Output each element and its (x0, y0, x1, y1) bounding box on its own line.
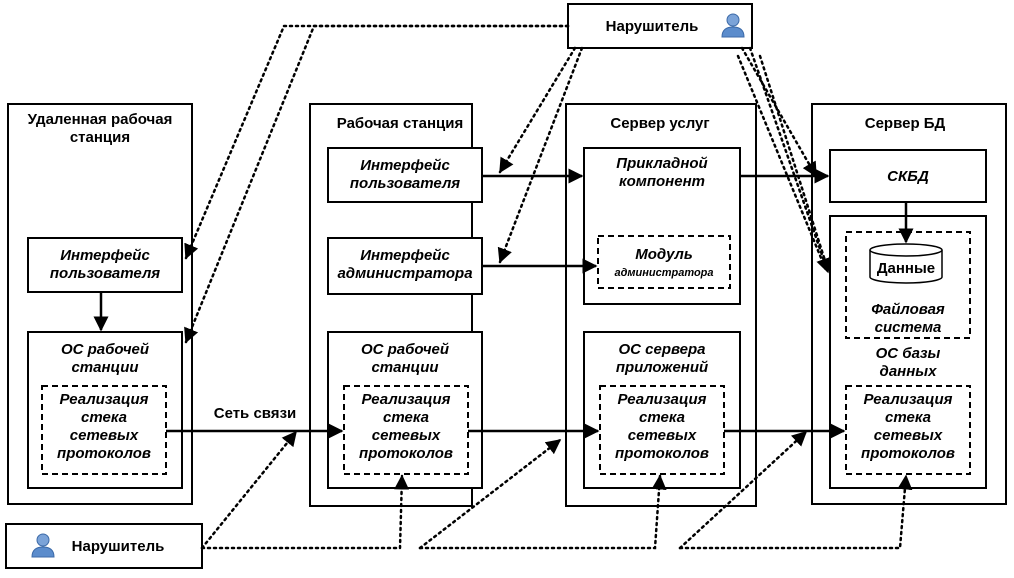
threat-top-to-db-fs-1 (748, 46, 831, 274)
app-stack-line3: сетевых (628, 427, 697, 444)
admin-module-line1: Модуль (635, 246, 693, 263)
threat-top-to-db-os (736, 54, 828, 272)
threat-bottom-to-db-stack (678, 474, 913, 550)
threat-bottom-to-net-3 (678, 430, 808, 550)
threat-bottom-to-ws-stack (200, 474, 410, 550)
remote-workstation: Удаленная рабочая станция Интерфейс поль… (7, 103, 193, 505)
app-stack-line2: стека (639, 409, 685, 426)
app-os-line2: приложений (616, 359, 708, 376)
threat-bottom-to-app-stack (418, 474, 667, 550)
db-stack-line4: протоколов (861, 445, 955, 462)
remote-stack-line2: стека (81, 409, 127, 426)
app-server-title: Сервер услуг (610, 115, 709, 132)
remote-ws-title-line2: станция (70, 129, 130, 146)
ws-stack-line4: протоколов (359, 445, 453, 462)
remote-ui-line1: Интерфейс (60, 247, 150, 264)
remote-stack-line1: Реализация (59, 391, 148, 408)
intruder-bottom-box: Нарушитель (5, 523, 203, 569)
db-os-line2: данных (880, 363, 938, 380)
db-stack-line3: сетевых (874, 427, 943, 444)
workstation: Рабочая станция Интерфейс пользователя И… (309, 103, 483, 507)
db-server: Сервер БД СКБД Данные Файловая система О… (811, 103, 1007, 505)
db-stack-line1: Реализация (863, 391, 952, 408)
app-component-line2: компонент (619, 173, 705, 190)
remote-stack-line3: сетевых (70, 427, 139, 444)
network-label: Сеть связи (214, 405, 297, 422)
threat-bottom-to-net-1 (200, 430, 298, 550)
intruder-top-label: Нарушитель (606, 18, 699, 35)
remote-os-line2: станции (71, 359, 138, 376)
threat-top-to-remote-ui (184, 24, 570, 260)
app-stack-line1: Реализация (617, 391, 706, 408)
threat-bottom-to-net-2 (418, 438, 562, 550)
ws-stack-line3: сетевых (372, 427, 441, 444)
fs-line1: Файловая (871, 301, 945, 318)
user-icon (31, 533, 55, 558)
threat-top-to-ws-admin (497, 46, 584, 264)
fs-line2: система (875, 319, 942, 336)
ws-stack-line1: Реализация (361, 391, 450, 408)
remote-ws-title-line1: Удаленная рабочая (28, 111, 173, 128)
admin-module-line2: администратора (614, 267, 713, 279)
app-component-line1: Прикладной (616, 155, 707, 172)
threat-top-to-ws-ui (498, 46, 577, 174)
ws-ui-line2: пользователя (350, 175, 460, 192)
threat-top-to-dbms (740, 46, 818, 178)
threat-top-to-remote-os (184, 24, 570, 344)
solid-connections (93, 168, 914, 439)
app-stack-line4: протоколов (615, 445, 709, 462)
threat-paths (184, 24, 913, 550)
ws-title: Рабочая станция (337, 115, 463, 132)
remote-stack-line4: протоколов (57, 445, 151, 462)
user-icon (721, 13, 745, 38)
db-os-line1: ОС базы (876, 345, 941, 362)
db-stack-line2: стека (885, 409, 931, 426)
remote-os-line1: ОС рабочей (61, 341, 149, 358)
ws-admin-line1: Интерфейс (360, 247, 450, 264)
app-os-line1: ОС сервера (618, 341, 705, 358)
app-server: Сервер услуг Прикладной компонент Модуль… (565, 103, 757, 507)
ws-admin-line2: администратора (337, 265, 472, 282)
remote-ui-line2: пользователя (50, 265, 160, 282)
intruder-top-box: Нарушитель (567, 3, 753, 49)
ws-os-line1: ОС рабочей (361, 341, 449, 358)
intruder-bottom-label: Нарушитель (72, 538, 165, 555)
db-server-title: Сервер БД (865, 115, 946, 132)
threat-top-to-db-fs-2 (758, 54, 830, 272)
ws-os-line2: станции (371, 359, 438, 376)
dbms-label: СКБД (887, 168, 929, 185)
database-cylinder-icon (869, 243, 943, 284)
ws-ui-line1: Интерфейс (360, 157, 450, 174)
data-label: Данные (877, 260, 935, 277)
ws-stack-line2: стека (383, 409, 429, 426)
